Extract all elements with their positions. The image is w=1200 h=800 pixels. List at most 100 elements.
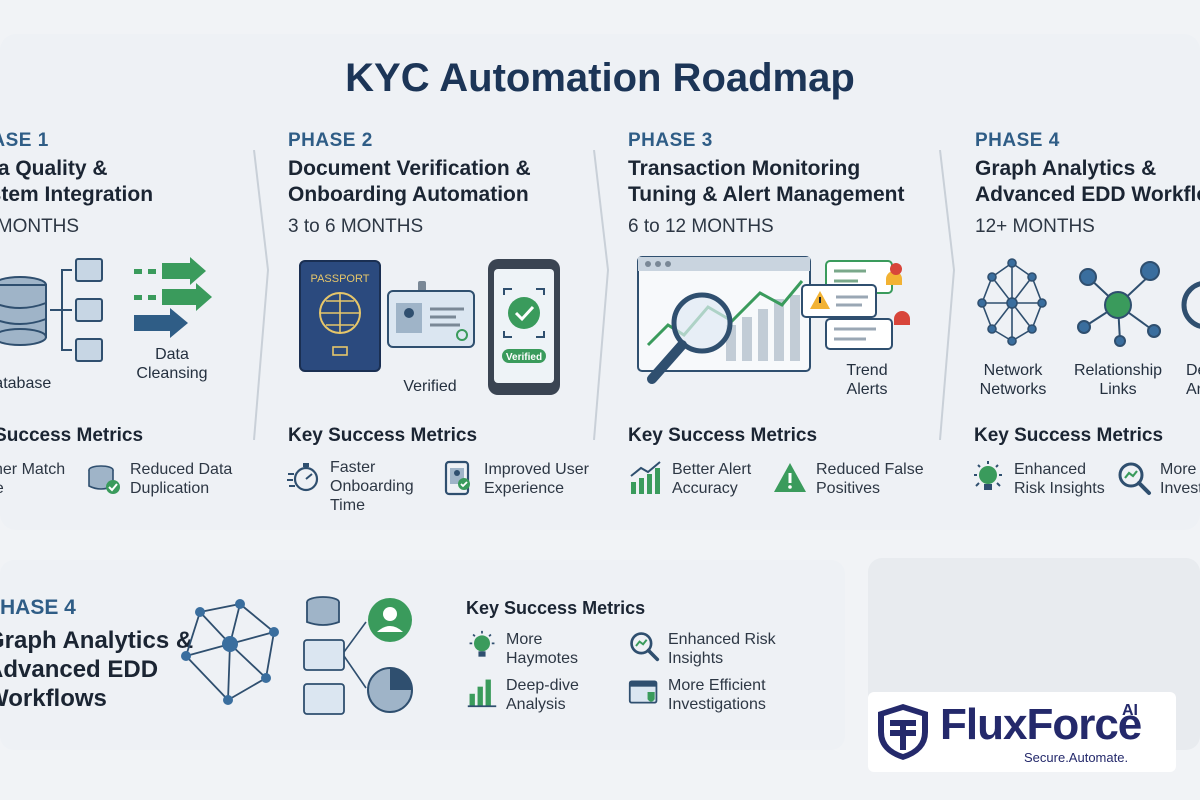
- connector-lines-icon: [343, 621, 367, 689]
- shield-logo-icon: [878, 704, 928, 760]
- key-metrics-heading: Key Success Metrics: [628, 425, 818, 446]
- key-metrics-heading: Key Success Metrics: [974, 425, 1164, 446]
- database-icon: [306, 596, 340, 626]
- phase-duration: 6 to 12 MONTHS: [628, 216, 774, 237]
- metric-item: More Haymotes: [466, 630, 606, 668]
- metric-label: Reduced False Positives: [816, 461, 924, 497]
- database-icon: [0, 276, 47, 346]
- metric-label: Faster Onboarding Time: [330, 459, 414, 514]
- caption: Relationship Links: [1073, 362, 1163, 398]
- metric-label: Enhanced Risk Insights: [668, 631, 776, 667]
- stopwatch-icon: [287, 463, 319, 492]
- phase-title: Data Quality & System Integration: [0, 156, 284, 208]
- metric-item: More Efficient Investigations: [1116, 460, 1200, 498]
- logo-name: FluxForce: [940, 700, 1142, 749]
- key-metrics-heading: Key Success Metrics: [288, 425, 478, 446]
- phase-title: Graph Analytics & Advanced EDD Workflows: [975, 156, 1200, 208]
- passport-icon: PASSPORT: [299, 260, 381, 372]
- logo-suffix: AI: [1122, 702, 1138, 719]
- key-metrics-heading: Key Success Metrics: [0, 425, 144, 446]
- phase-3-illustration: [637, 256, 910, 384]
- cleansing-arrows-icon: [134, 257, 212, 338]
- phase-title-line: Document Verification &: [288, 157, 531, 180]
- metric-item: Reduced False Positives: [772, 460, 926, 498]
- phase-title-line: Onboarding Automation: [288, 183, 529, 206]
- metric-label: Higher Match Rate: [0, 461, 66, 497]
- phase-2-illustration: PASSPORT Verified: [299, 259, 560, 395]
- search-chart-icon: [630, 632, 660, 662]
- metric-label: Improved User Experience: [484, 461, 589, 497]
- phase-4-detail-panel: PHASE 4 Graph Analytics & Advanced EDD W…: [0, 560, 845, 750]
- id-card-icon: [387, 281, 475, 348]
- phase-duration: 0-3 MONTHS: [0, 216, 80, 237]
- alert-bubbles-icon: [801, 260, 910, 350]
- passport-label: PASSPORT: [311, 273, 370, 285]
- caption: Database: [0, 375, 52, 392]
- phase-title-line: Advanced EDD Workflows: [975, 183, 1200, 206]
- phase-title-line: Tuning & Alert Management: [628, 183, 905, 206]
- phase-4-column: PHASE 4 Graph Analytics & Advanced EDD W…: [975, 130, 1200, 238]
- logo-tagline: Secure.Automate.: [1024, 750, 1129, 765]
- metric-label: More Haymotes: [506, 631, 579, 667]
- metric-label: Better Alert Accuracy: [672, 461, 752, 497]
- document-icon: [75, 258, 103, 362]
- phase-title: Document Verification & Onboarding Autom…: [288, 156, 608, 208]
- phase-divider: [593, 150, 610, 440]
- user-avatar-icon: [368, 598, 412, 642]
- phone-verify-icon: Verified: [488, 259, 560, 395]
- graph-analytics-illustration: [181, 596, 413, 715]
- branch-arrows-icon: [50, 269, 72, 351]
- metric-item: Higher Match Rate: [0, 460, 66, 498]
- insight-bulb-icon: [974, 461, 1002, 490]
- caption: Data Cleansing: [136, 346, 208, 382]
- metric-item: Deep-dive Analysis: [466, 676, 606, 714]
- search-chart-icon: [1118, 462, 1151, 495]
- phase-title-line: System Integration: [0, 183, 154, 206]
- caption: Trend Alerts: [846, 362, 888, 398]
- profile-card-icon: [303, 639, 345, 715]
- metric-item: More Efficient Investigations: [628, 676, 788, 714]
- metric-label: Enhanced Risk Insights: [1014, 461, 1105, 497]
- phase-2-column: PHASE 2 Document Verification & Onboardi…: [288, 130, 608, 238]
- phone-badge-label: Verified: [506, 352, 542, 363]
- phase-label: PHASE 4: [0, 596, 76, 619]
- database-check-icon: [88, 465, 120, 494]
- phase-title-line: Transaction Monitoring: [628, 157, 861, 180]
- pie-chart-icon: [367, 667, 413, 713]
- warning-icon: [774, 463, 806, 492]
- phase-title-line: Graph Analytics &: [975, 157, 1157, 180]
- phase-label: PHASE 4: [975, 130, 1060, 151]
- key-metrics-heading: Key Success Metrics: [466, 598, 646, 618]
- phase-label: PHASE 1: [0, 130, 49, 151]
- phase-4-illustration: [977, 258, 1200, 347]
- metric-label: More Efficient Investigations: [668, 677, 766, 713]
- fluxforce-logo: FluxForce AI Secure.Automate.: [868, 692, 1176, 772]
- metric-label: More Efficient Investigations: [1160, 461, 1200, 497]
- metric-label: Deep-dive Analysis: [506, 677, 579, 713]
- metric-item: Enhanced Risk Insights: [970, 460, 1114, 498]
- phase-title-line: Data Quality &: [0, 157, 108, 180]
- metric-item: Reduced Data Duplication: [86, 460, 240, 498]
- metric-item: Improved User Experience: [440, 460, 604, 498]
- phase-1-illustration: [0, 257, 212, 362]
- page-title: KYC Automation Roadmap: [345, 56, 855, 100]
- insight-bulb-icon: [469, 630, 495, 657]
- phase-label: PHASE 3: [628, 130, 713, 151]
- phase-divider: [253, 150, 270, 440]
- network-nodes-icon: [181, 599, 279, 705]
- phase-duration: 12+ MONTHS: [975, 216, 1095, 237]
- roadmap-board: [0, 34, 1200, 530]
- metric-item: Enhanced Risk Insights: [628, 630, 788, 668]
- mobile-user-icon: [444, 460, 470, 496]
- caption: Network Networks: [979, 362, 1047, 398]
- metric-label: Reduced Data Duplication: [130, 461, 233, 497]
- secure-window-icon: [628, 680, 658, 704]
- network-graph-icon: [977, 258, 1047, 346]
- phase-1-column: PHASE 1 Data Quality & System Integratio…: [0, 130, 284, 238]
- growth-chart-icon: [630, 461, 661, 494]
- relationship-links-icon: [1077, 261, 1161, 347]
- deep-dive-search-icon: [1181, 281, 1200, 329]
- caption: Deep-dive Analysis: [1186, 362, 1200, 398]
- phase-title: Graph Analytics & Advanced EDD Workflows: [0, 627, 194, 712]
- phase-label: PHASE 2: [288, 130, 373, 151]
